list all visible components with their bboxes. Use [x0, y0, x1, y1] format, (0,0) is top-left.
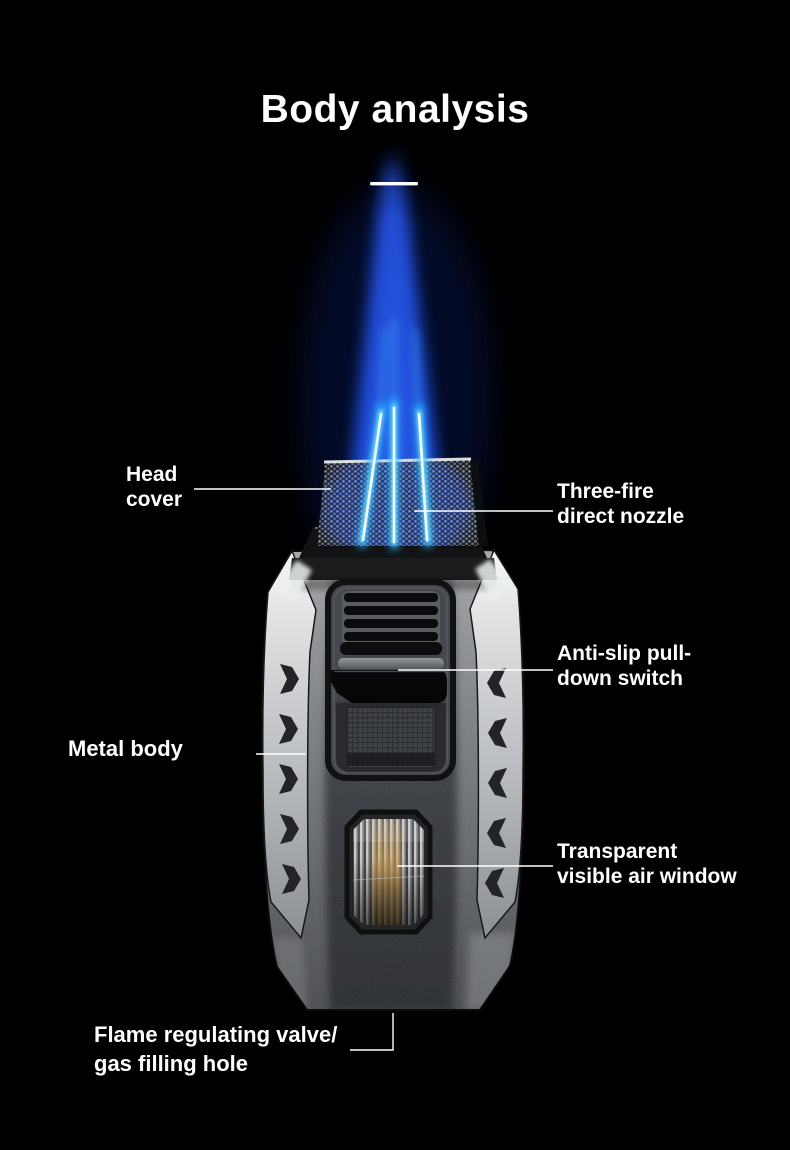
- line-valve: [350, 1013, 394, 1051]
- label-anti-slip-pull-down-switch: Anti-slip pull- down switch: [557, 642, 692, 690]
- callout-lines: [194, 488, 553, 1051]
- trigger-lip: [331, 670, 447, 703]
- switch-ribs: [344, 593, 438, 641]
- label-head-cover: Head cover: [126, 463, 183, 511]
- air-window: [344, 809, 433, 935]
- label-flame-regulating-valve: Flame regulating valve/ gas filling hole: [94, 1022, 338, 1076]
- label-three-fire-direct-nozzle: Three-fire direct nozzle: [557, 480, 685, 528]
- label-metal-body: Metal body: [68, 736, 183, 761]
- page-title: Body analysis: [260, 88, 530, 131]
- pull-down-switch[interactable]: [325, 579, 456, 781]
- side-rails: [262, 548, 524, 940]
- grip-notches: [279, 664, 507, 898]
- label-transparent-visible-air-window: Transparent visible air window: [557, 840, 737, 888]
- flame-tip-marker: [370, 182, 418, 186]
- torch-jets: [357, 319, 433, 550]
